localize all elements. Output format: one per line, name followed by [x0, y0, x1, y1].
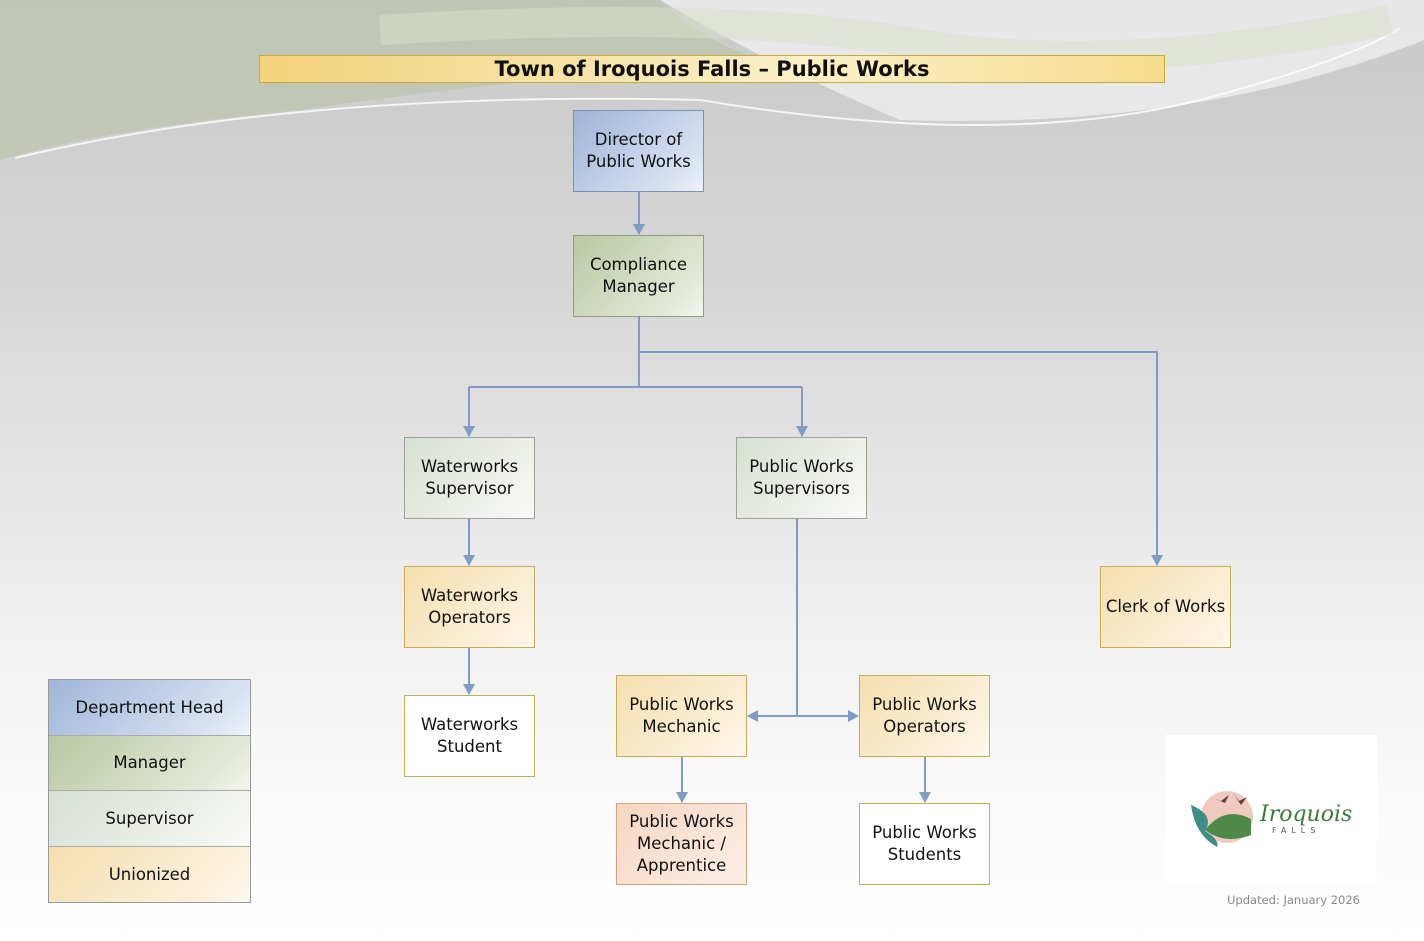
- town-logo: Iroquois FALLS: [1165, 735, 1377, 885]
- node-public-works-mechanic: Public Works Mechanic: [616, 675, 747, 757]
- legend-manager: Manager: [49, 735, 250, 791]
- node-waterworks-operators: Waterworks Operators: [404, 566, 535, 648]
- legend-supervisor: Supervisor: [49, 791, 250, 847]
- logo-name: Iroquois: [1260, 802, 1353, 827]
- chart-title: Town of Iroquois Falls – Public Works: [259, 55, 1165, 83]
- node-director: Director of Public Works: [573, 110, 704, 192]
- node-compliance-manager: Compliance Manager: [573, 235, 704, 317]
- node-public-works-supervisors: Public Works Supervisors: [736, 437, 867, 519]
- node-clerk-of-works: Clerk of Works: [1100, 566, 1231, 648]
- legend-department-head: Department Head: [49, 680, 250, 736]
- node-public-works-students: Public Works Students: [859, 803, 990, 885]
- node-waterworks-student: Waterworks Student: [404, 695, 535, 777]
- logo-emblem-icon: [1191, 791, 1253, 847]
- legend-unionized: Unionized: [49, 846, 250, 902]
- node-waterworks-supervisor: Waterworks Supervisor: [404, 437, 535, 519]
- logo-sub: FALLS: [1272, 826, 1321, 835]
- node-public-works-operators: Public Works Operators: [859, 675, 990, 757]
- node-mechanic-apprentice: Public Works Mechanic / Apprentice: [616, 803, 747, 885]
- legend: Department Head Manager Supervisor Union…: [48, 679, 251, 903]
- updated-date: Updated: January 2026: [1227, 893, 1360, 907]
